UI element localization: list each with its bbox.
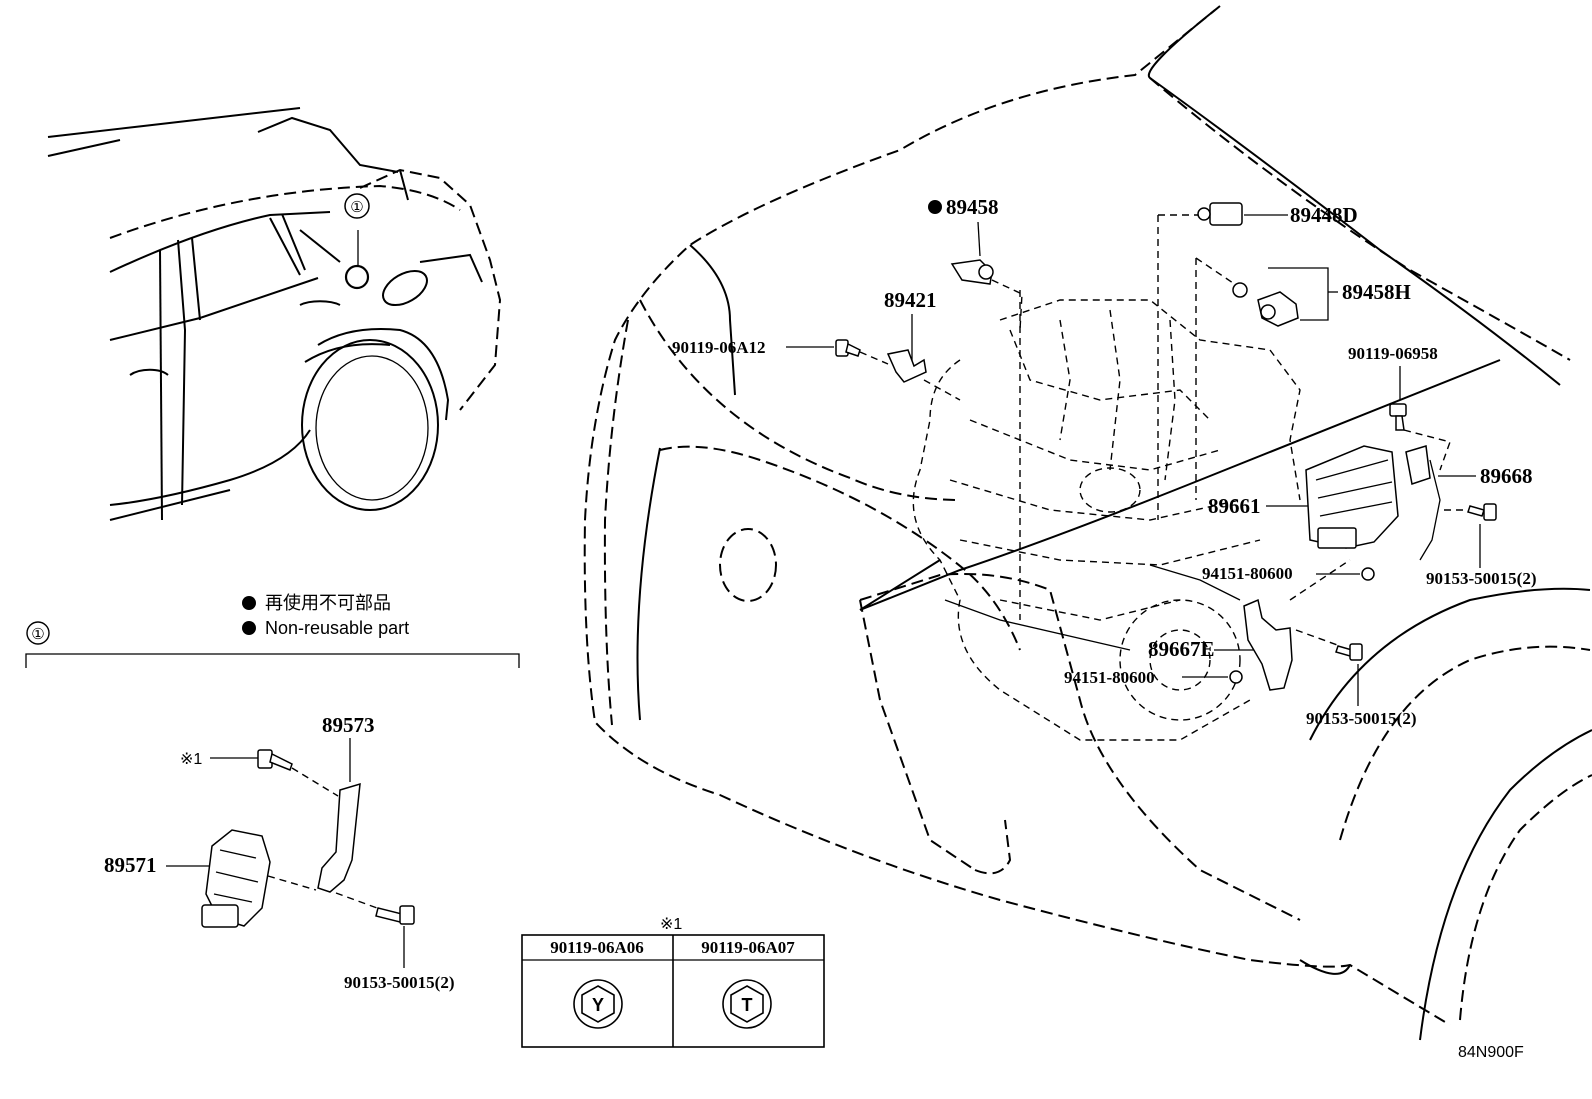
callout-marker-icon [344, 193, 370, 219]
o-ring-89458h [1232, 282, 1248, 298]
legend-non-reusable-jp: 再使用不可部品 [265, 593, 391, 613]
callout-marker-label: ① [350, 199, 363, 216]
callout-location-circle [344, 264, 370, 290]
bolt-90153-a [1467, 503, 1497, 521]
bolt-head-y-icon [573, 979, 623, 1029]
bolt-head-t-icon [722, 979, 772, 1029]
non-reusable-bullet-icon [242, 596, 256, 610]
part-label-89661: 89661 [1208, 494, 1261, 518]
table-col2-code: 90119-06A07 [701, 938, 795, 957]
part-label-90153-b: 90153-50015(2) [1306, 709, 1416, 728]
bolt-type-table: ※1 90119-06A06 90119-06A07 Y T [521, 916, 825, 1048]
bolt-90119-06a12 [835, 339, 861, 357]
vehicle-side-view: ① [47, 107, 502, 521]
part-label-90153-a: 90153-50015(2) [1426, 569, 1536, 588]
bolt-90119-06958 [1389, 403, 1407, 431]
sensor-89421 [886, 349, 927, 383]
part-label-89668: 89668 [1480, 464, 1533, 488]
sensor-89458 [950, 259, 994, 285]
bolt-90153-detail [375, 905, 415, 925]
part-label-89571: 89571 [104, 853, 157, 877]
part-label-89448d: 89448D [1290, 203, 1358, 227]
part-label-89573: 89573 [322, 713, 375, 737]
sensor-89458h [1257, 291, 1299, 327]
legend: 再使用不可部品 Non-reusable part [242, 593, 409, 638]
bracket-89573 [317, 782, 361, 893]
part-label-90119-06a12: 90119-06A12 [672, 338, 766, 357]
part-label-89458h: 89458H [1342, 280, 1411, 304]
bracket-89667e [1243, 598, 1293, 691]
nut-94151-b [1229, 670, 1243, 684]
callout-marker-icon [26, 621, 50, 645]
engine-assembly [859, 214, 1501, 741]
sensor-89448d [1197, 202, 1243, 226]
part-label-90153-detail: 90153-50015(2) [344, 973, 454, 992]
detail-1-group: ① ※1 89573 89571 90153-50015(2) [25, 621, 520, 992]
bolt-ref1 [257, 749, 293, 771]
ecu-89661 [1305, 445, 1399, 549]
detail-callout-label: ① [31, 626, 44, 643]
bolt-head-y-letter: Y [592, 995, 604, 1015]
part-label-90119-06958: 90119-06958 [1348, 344, 1438, 363]
legend-non-reusable-en: Non-reusable part [265, 618, 409, 638]
connector-89668 [1405, 445, 1441, 561]
actuator-89571 [201, 829, 271, 928]
bolt-head-t-letter: T [742, 995, 753, 1015]
part-label-94151-a: 94151-80600 [1202, 564, 1293, 583]
part-label-89458: 89458 [946, 195, 999, 219]
table-header-mark: ※1 [660, 916, 682, 933]
ref-mark-label: ※1 [180, 751, 202, 768]
part-label-94151-b: 94151-80600 [1064, 668, 1155, 687]
vehicle-front-view [583, 5, 1592, 1041]
part-label-89421: 89421 [884, 288, 937, 312]
non-reusable-bullet-icon [928, 200, 942, 214]
part-label-89667e: 89667E [1148, 637, 1215, 661]
non-reusable-bullet-icon [242, 621, 256, 635]
table-col1-code: 90119-06A06 [550, 938, 644, 957]
bolt-90153-b [1335, 643, 1363, 661]
nut-94151-a [1361, 567, 1375, 581]
diagram-id: 84N900F [1458, 1044, 1524, 1061]
